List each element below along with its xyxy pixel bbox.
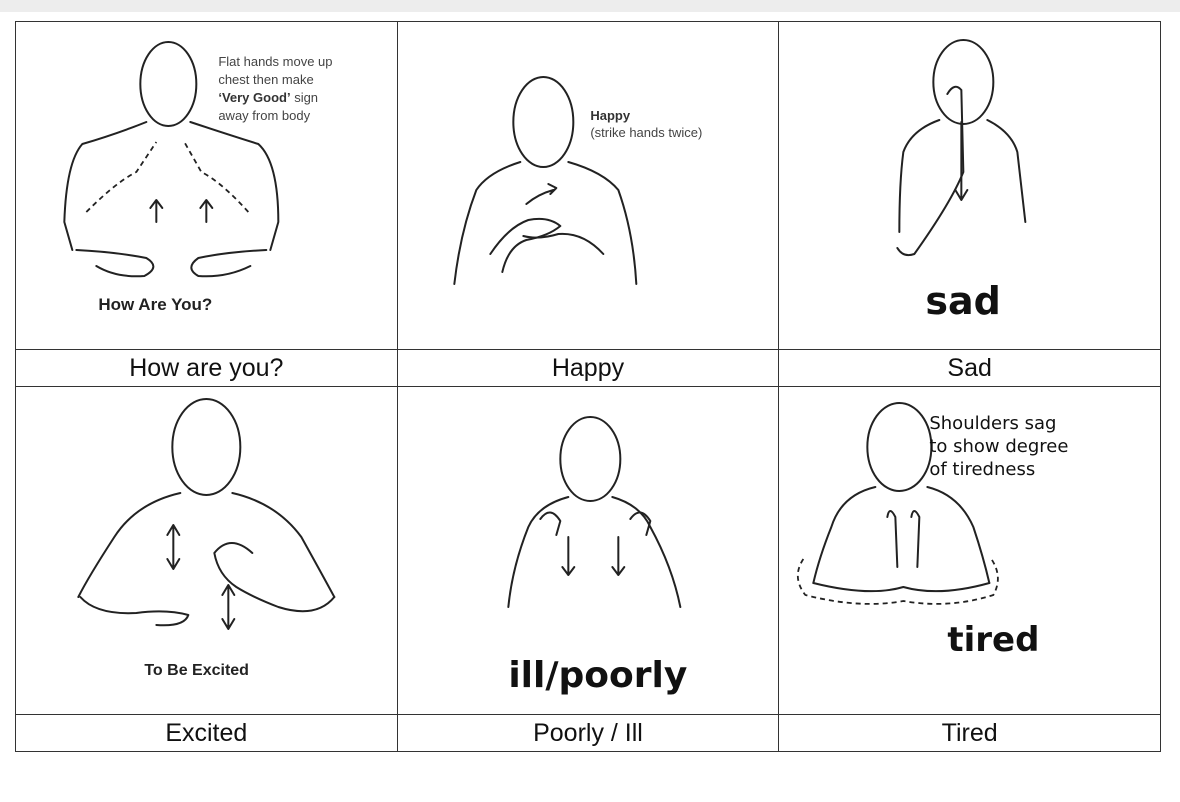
caption-row: Excited Poorly / Ill Tired bbox=[15, 714, 1161, 752]
note-line-3: ‘Very Good’ sign bbox=[218, 90, 318, 105]
caption-excited: Excited bbox=[15, 714, 398, 752]
picture-row: Flat hands move up chest then make ‘Very… bbox=[15, 21, 1161, 350]
note-line-1: Flat hands move up bbox=[218, 54, 332, 69]
picture-row: To Be Excited ill/poorly Shoulders s bbox=[15, 386, 1161, 715]
sign-image-tired: Shoulders sag to show degree of tirednes… bbox=[778, 386, 1161, 715]
sign-image-sad: sad bbox=[778, 21, 1161, 350]
sad-illustration: sad bbox=[896, 39, 1027, 323]
sign-word: ill/poorly bbox=[508, 655, 687, 696]
top-bar bbox=[0, 0, 1180, 12]
caption-happy: Happy bbox=[396, 349, 780, 387]
sign-image-excited: To Be Excited bbox=[15, 386, 398, 715]
note-line-1: Shoulders sag bbox=[930, 413, 1057, 434]
note-line-2: to show degree bbox=[930, 436, 1069, 457]
how-are-you-illustration: Flat hands move up chest then make ‘Very… bbox=[63, 41, 333, 314]
note-line-3: of tiredness bbox=[930, 459, 1036, 480]
note-line-2: chest then make bbox=[218, 72, 313, 87]
sign-image-poorly-ill: ill/poorly bbox=[396, 386, 780, 715]
note-line-1: Happy bbox=[590, 108, 631, 123]
note-line-4: away from body bbox=[218, 108, 310, 123]
sign-table: Flat hands move up chest then make ‘Very… bbox=[15, 21, 1161, 752]
caption-how-are-you: How are you? bbox=[15, 349, 398, 387]
happy-illustration: Happy (strike hands twice) bbox=[452, 76, 702, 285]
poorly-ill-illustration: ill/poorly bbox=[506, 416, 687, 696]
caption-poorly-ill: Poorly / Ill bbox=[396, 714, 780, 752]
tired-illustration: Shoulders sag to show degree of tirednes… bbox=[797, 402, 1069, 660]
caption-tired: Tired bbox=[778, 714, 1161, 752]
sign-word: sad bbox=[926, 279, 1001, 323]
sign-image-how-are-you: Flat hands move up chest then make ‘Very… bbox=[15, 21, 398, 350]
sign-word: tired bbox=[948, 620, 1040, 660]
caption-row: How are you? Happy Sad bbox=[15, 349, 1161, 387]
note-line-2: (strike hands twice) bbox=[590, 125, 702, 140]
caption-sad: Sad bbox=[778, 349, 1161, 387]
sign-title: How Are You? bbox=[98, 295, 212, 314]
sign-image-happy: Happy (strike hands twice) bbox=[396, 21, 780, 350]
sign-title: To Be Excited bbox=[144, 662, 249, 679]
excited-illustration: To Be Excited bbox=[77, 398, 336, 679]
